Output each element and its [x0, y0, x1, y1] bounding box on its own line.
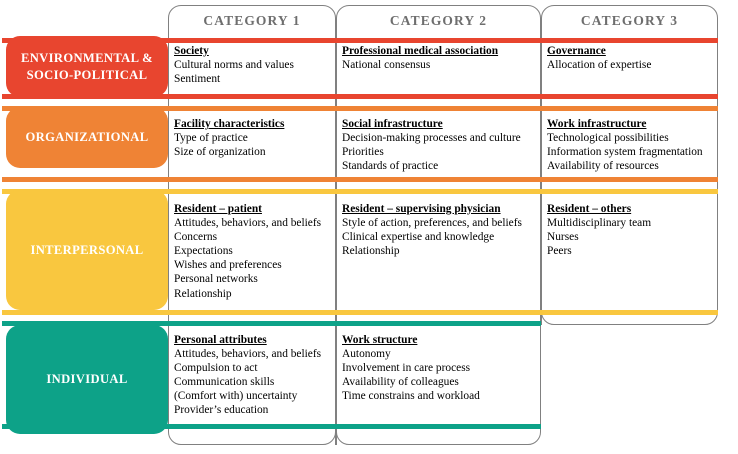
cell-title: Society — [174, 45, 209, 57]
cell-item: Wishes and preferences — [174, 259, 282, 272]
cell-title: Resident – others — [547, 203, 632, 215]
cell-item: National consensus — [342, 59, 431, 72]
row-label-environmental-line1: ENVIRONMENTAL & — [20, 50, 153, 65]
cell-item: Personal networks — [174, 273, 258, 286]
band-environmental-bottom — [2, 94, 718, 99]
cell-item: Size of organization — [174, 146, 266, 159]
cell-item: Style of action, preferences, and belief… — [342, 217, 522, 230]
cell-item: Information system fragmentation — [547, 146, 703, 159]
band-individual-bottom — [2, 424, 541, 429]
cell-interpersonal-category-1: Resident – patient Attitudes, behaviors,… — [174, 202, 334, 301]
cell-item: Clinical expertise and knowledge — [342, 231, 495, 244]
cell-item: Compulsion to act — [174, 362, 258, 375]
column-header-category-2: CATEGORY 2 — [389, 13, 488, 28]
cell-item: Availability of colleagues — [342, 376, 459, 389]
column-header-category-3: CATEGORY 3 — [580, 13, 679, 28]
cell-environmental-category-2: Professional medical association Nationa… — [342, 44, 539, 72]
cell-title: Resident – patient — [174, 203, 262, 215]
cell-environmental-category-1: Society Cultural norms and values Sentim… — [174, 44, 334, 86]
cell-title: Personal attributes — [174, 334, 267, 346]
cell-organizational-category-1: Facility characteristics Type of practic… — [174, 117, 334, 159]
band-environmental-top — [2, 38, 718, 43]
cell-title: Work structure — [342, 334, 418, 346]
cell-item: Involvement in care process — [342, 362, 471, 375]
row-label-individual-text: INDIVIDUAL — [46, 372, 128, 386]
cell-item: Provider’s education — [174, 404, 269, 417]
cell-item: Autonomy — [342, 348, 391, 361]
cell-title: Resident – supervising physician — [342, 203, 501, 215]
cell-title: Social infrastructure — [342, 118, 443, 130]
cell-organizational-category-3: Work infrastructure Technological possib… — [547, 117, 719, 173]
cell-item: Allocation of expertise — [547, 59, 652, 72]
cell-item: Concerns — [174, 231, 218, 244]
cell-item: Multidisciplinary team — [547, 217, 652, 230]
cell-item: Attitudes, behaviors, and beliefs — [174, 348, 322, 361]
cell-title: Facility characteristics — [174, 118, 285, 130]
cell-item: Availability of resources — [547, 160, 659, 173]
cell-item: Decision-making processes and culture — [342, 132, 521, 145]
cell-item: Standards of practice — [342, 160, 439, 173]
cell-interpersonal-category-3: Resident – others Multidisciplinary team… — [547, 202, 717, 258]
cell-interpersonal-category-2: Resident – supervising physician Style o… — [342, 202, 539, 258]
cell-item: Attitudes, behaviors, and beliefs — [174, 217, 322, 230]
cell-item: Nurses — [547, 231, 579, 244]
cell-title: Professional medical association — [342, 45, 499, 57]
band-organizational-top — [2, 106, 718, 111]
column-box-category-2 — [336, 5, 541, 445]
row-label-individual: INDIVIDUAL — [6, 325, 168, 434]
cell-item: (Comfort with) uncertainty — [174, 390, 298, 403]
cell-item: Technological possibilities — [547, 132, 669, 145]
row-label-interpersonal-text: INTERPERSONAL — [30, 242, 144, 257]
cell-environmental-category-3: Governance Allocation of expertise — [547, 44, 717, 72]
cell-organizational-category-2: Social infrastructure Decision-making pr… — [342, 117, 539, 173]
cell-item: Relationship — [342, 245, 400, 258]
row-label-environmental: ENVIRONMENTAL & SOCIO-POLITICAL — [6, 36, 168, 97]
cell-individual-category-1: Personal attributes Attitudes, behaviors… — [174, 333, 334, 418]
column-separator-2-3 — [540, 18, 542, 325]
band-interpersonal-bottom — [2, 310, 718, 315]
row-label-interpersonal: INTERPERSONAL — [6, 190, 168, 310]
cell-item: Communication skills — [174, 376, 275, 389]
cell-individual-category-2: Work structure Autonomy Involvement in c… — [342, 333, 539, 403]
band-individual-top — [2, 321, 541, 326]
column-box-category-1 — [168, 5, 336, 445]
cell-item: Expectations — [174, 245, 233, 258]
cell-item: Priorities — [342, 146, 384, 159]
cell-item: Time constrains and workload — [342, 390, 480, 403]
row-label-organizational: ORGANIZATIONAL — [6, 107, 168, 168]
cell-title: Work infrastructure — [547, 118, 647, 130]
cell-item: Cultural norms and values — [174, 59, 294, 72]
row-label-organizational-text: ORGANIZATIONAL — [25, 130, 149, 144]
cell-item: Relationship — [174, 287, 232, 300]
band-organizational-bottom — [2, 177, 718, 182]
band-interpersonal-top — [2, 189, 718, 194]
cell-item: Sentiment — [174, 73, 221, 86]
column-header-category-1: CATEGORY 1 — [203, 13, 301, 28]
cell-title: Governance — [547, 45, 606, 57]
column-separator-1-2 — [335, 18, 337, 445]
row-label-environmental-line2: SOCIO-POLITICAL — [26, 67, 148, 82]
column-box-category-3 — [541, 5, 718, 325]
cell-item: Peers — [547, 245, 572, 258]
cell-item: Type of practice — [174, 132, 248, 145]
